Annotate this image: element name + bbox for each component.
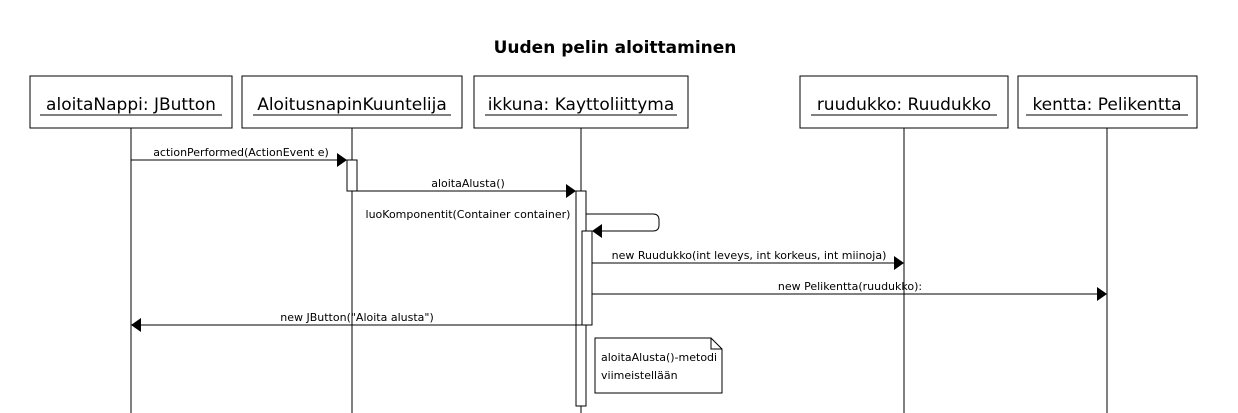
diagram-title: Uuden pelin aloittaminen — [494, 38, 737, 58]
participant-label-kentta: kentta: Pelikentta — [1032, 95, 1181, 115]
participant-kentta: kentta: Pelikentta — [1017, 75, 1198, 129]
participant-aloitanappi: aloitaNappi: JButton — [29, 75, 233, 129]
participant-label-ikkuna: ikkuna: Kayttoliittyma — [488, 95, 675, 115]
message-new-pelikentta: new Pelikentta(ruudukko): — [592, 280, 1107, 301]
message-label-action-performed: actionPerformed(ActionEvent e) — [153, 146, 329, 159]
message-new-ruudukko: new Ruudukko(int leveys, int korkeus, in… — [592, 249, 904, 270]
activation-ikkuna-nested — [581, 230, 593, 326]
activation-kuuntelija — [346, 159, 358, 192]
message-label-aloita-alusta: aloitaAlusta() — [431, 177, 505, 190]
message-aloita-alusta: aloitaAlusta() — [357, 177, 576, 198]
message-luo-komponentit: luoKomponentit(Container container) — [366, 208, 660, 238]
participant-kuuntelija: AloitusnapinKuuntelija — [241, 75, 463, 129]
message-label-new-ruudukko: new Ruudukko(int leveys, int korkeus, in… — [612, 249, 887, 262]
note-line-2: viimeistellään — [601, 369, 678, 382]
message-action-performed: actionPerformed(ActionEvent e) — [131, 146, 347, 167]
message-label-new-jbutton: new JButton("Aloita alusta") — [280, 311, 434, 324]
participant-label-ruudukko: ruudukko: Ruudukko — [817, 95, 991, 115]
message-label-new-pelikentta: new Pelikentta(ruudukko): — [778, 280, 922, 293]
participant-ruudukko: ruudukko: Ruudukko — [799, 75, 1009, 129]
note: aloitaAlusta()-metodi viimeistellään — [594, 337, 723, 394]
participant-ikkuna: ikkuna: Kayttoliittyma — [473, 75, 689, 129]
participant-label-aloitanappi: aloitaNappi: JButton — [46, 95, 216, 115]
participant-label-kuuntelija: AloitusnapinKuuntelija — [257, 95, 447, 115]
message-new-jbutton: new JButton("Aloita alusta") — [131, 311, 582, 332]
message-label-luo-komponentit: luoKomponentit(Container container) — [366, 208, 571, 221]
note-line-1: aloitaAlusta()-metodi — [601, 351, 717, 364]
